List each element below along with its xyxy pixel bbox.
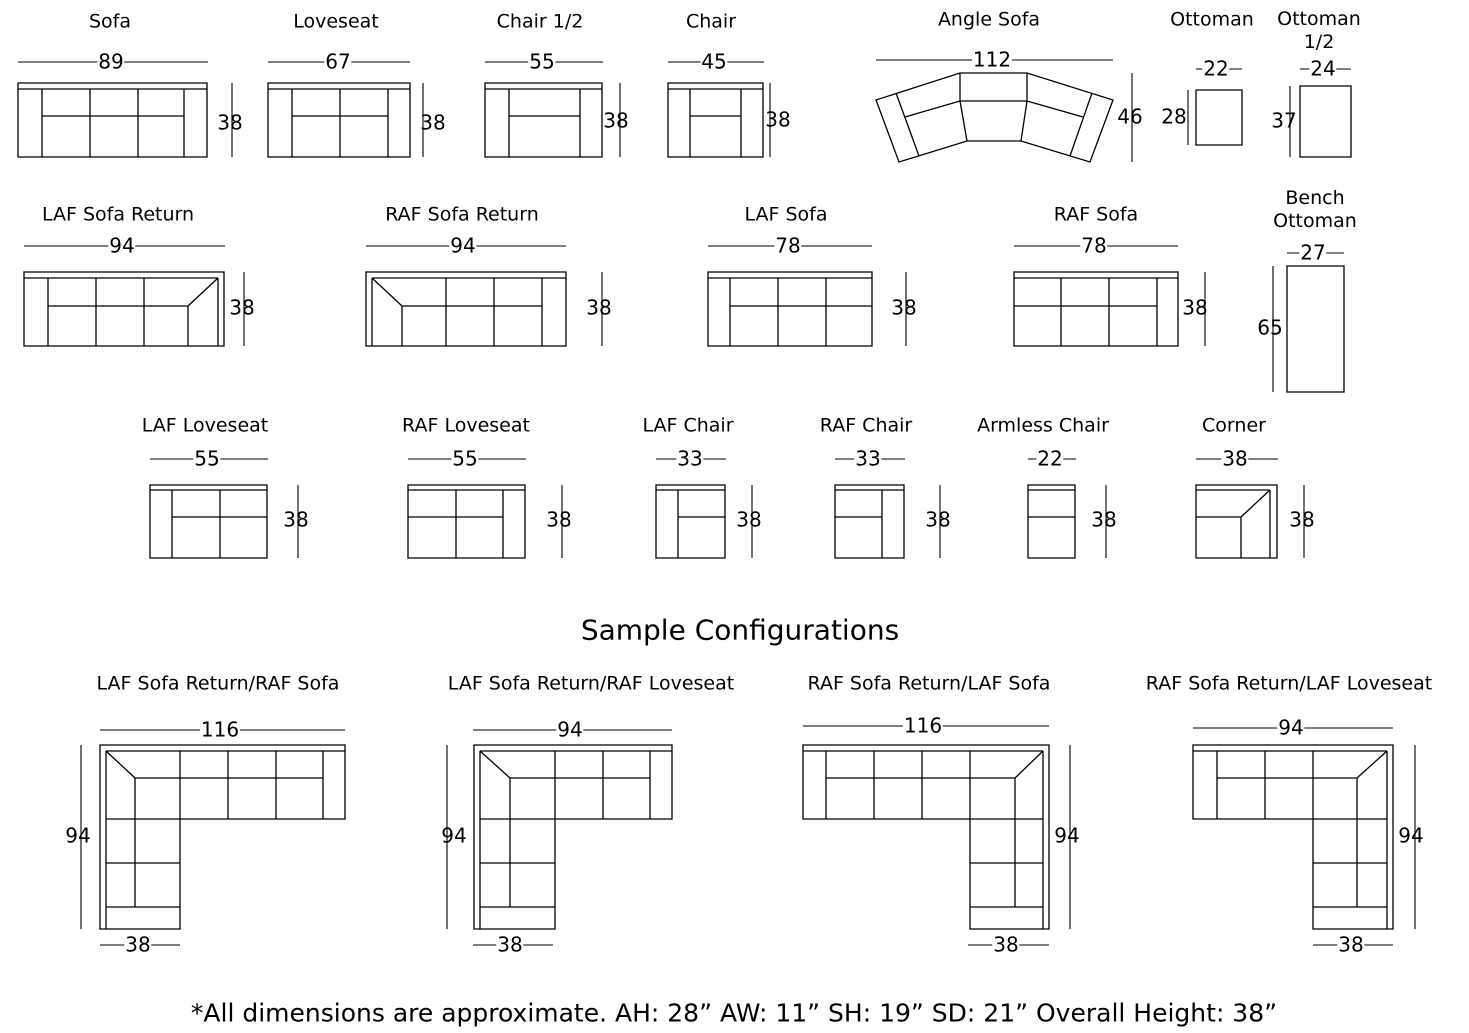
raf-return-laf-sofa-return-width-label: 38 bbox=[992, 932, 1020, 957]
ottoman-half-width-label: 24 bbox=[1309, 56, 1337, 81]
raf-loveseat-width-label: 55 bbox=[451, 446, 479, 471]
armless-chair-depth-label: 38 bbox=[1091, 507, 1117, 532]
raf-chair-depth-label: 38 bbox=[925, 507, 951, 532]
chair-drawing bbox=[667, 82, 764, 158]
raf-chair-width-label: 33 bbox=[854, 446, 882, 471]
laf-sofa-return-title: LAF Sofa Return bbox=[41, 203, 195, 226]
section-title: Sample Configurations bbox=[580, 613, 900, 647]
laf-loveseat-title: LAF Loveseat bbox=[141, 414, 269, 437]
loveseat-title: Loveseat bbox=[293, 10, 379, 33]
sofa-width-label: 89 bbox=[97, 49, 125, 74]
corner-title: Corner bbox=[1202, 414, 1266, 437]
armless-chair-title: Armless Chair bbox=[977, 414, 1109, 437]
angle-sofa-depth-label: 46 bbox=[1117, 104, 1143, 129]
laf-chair-depth-label: 38 bbox=[736, 507, 762, 532]
ottoman-half-depth-label: 37 bbox=[1271, 108, 1297, 133]
laf-return-raf-sofa-width-label: 116 bbox=[199, 717, 241, 742]
laf-loveseat-width-label: 55 bbox=[193, 446, 221, 471]
ottoman-width-label: 22 bbox=[1202, 56, 1230, 81]
angle-sofa-title: Angle Sofa bbox=[937, 8, 1041, 31]
laf-sofa-return-depth-label: 38 bbox=[229, 295, 255, 320]
raf-chair-drawing bbox=[834, 484, 905, 559]
ottoman-half-title: Ottoman 1/2 bbox=[1277, 8, 1361, 53]
bench-ottoman-drawing bbox=[1286, 265, 1345, 393]
chair-half-drawing bbox=[484, 82, 603, 158]
raf-sofa-return-depth-label: 38 bbox=[586, 295, 612, 320]
corner-drawing bbox=[1195, 484, 1278, 559]
armless-chair-drawing bbox=[1027, 484, 1076, 559]
laf-return-raf-loveseat-return-width-label: 38 bbox=[496, 932, 524, 957]
raf-return-laf-sofa-drawing bbox=[802, 744, 1050, 930]
laf-sofa-title: LAF Sofa bbox=[744, 203, 828, 226]
laf-loveseat-depth-label: 38 bbox=[283, 507, 309, 532]
angle-sofa-width-label: 112 bbox=[971, 47, 1013, 72]
raf-return-laf-sofa-title: RAF Sofa Return/LAF Sofa bbox=[807, 672, 1051, 695]
raf-sofa-depth-label: 38 bbox=[1182, 295, 1208, 320]
loveseat-width-label: 67 bbox=[324, 49, 352, 74]
corner-width-label: 38 bbox=[1221, 446, 1249, 471]
ottoman-drawing bbox=[1195, 89, 1243, 146]
angle-sofa-drawing bbox=[875, 72, 1114, 163]
laf-chair-width-label: 33 bbox=[676, 446, 704, 471]
ottoman-half-drawing bbox=[1299, 85, 1352, 158]
loveseat-depth-label: 38 bbox=[420, 110, 446, 135]
laf-sofa-drawing bbox=[707, 271, 873, 347]
raf-loveseat-title: RAF Loveseat bbox=[402, 414, 530, 437]
laf-return-raf-sofa-return-width-label: 38 bbox=[124, 932, 152, 957]
laf-return-raf-sofa-title: LAF Sofa Return/RAF Sofa bbox=[96, 672, 340, 695]
loveseat-drawing bbox=[267, 82, 411, 158]
laf-return-raf-loveseat-width-label: 94 bbox=[556, 717, 584, 742]
raf-loveseat-depth-label: 38 bbox=[546, 507, 572, 532]
raf-loveseat-drawing bbox=[407, 484, 526, 559]
laf-return-raf-sofa-drawing bbox=[99, 744, 346, 930]
laf-return-raf-sofa-depth-label: 94 bbox=[65, 823, 91, 848]
raf-return-laf-loveseat-return-width-label: 38 bbox=[1337, 932, 1365, 957]
raf-return-laf-loveseat-depth-label: 94 bbox=[1398, 823, 1424, 848]
ottoman-depth-label: 28 bbox=[1161, 104, 1187, 129]
raf-return-laf-loveseat-drawing bbox=[1192, 744, 1394, 930]
raf-sofa-return-drawing bbox=[365, 271, 567, 347]
laf-chair-drawing bbox=[655, 484, 726, 559]
chair-depth-label: 38 bbox=[765, 107, 791, 132]
laf-return-raf-loveseat-drawing bbox=[473, 744, 673, 930]
bench-ottoman-width-label: 27 bbox=[1299, 240, 1327, 265]
chair-half-depth-label: 38 bbox=[603, 108, 629, 133]
laf-sofa-depth-label: 38 bbox=[891, 295, 917, 320]
raf-return-laf-sofa-depth-label: 94 bbox=[1054, 823, 1080, 848]
raf-sofa-return-title: RAF Sofa Return bbox=[385, 203, 539, 226]
sofa-title: Sofa bbox=[88, 10, 132, 33]
raf-return-laf-sofa-width-label: 116 bbox=[902, 713, 944, 738]
bench-ottoman-depth-label: 65 bbox=[1257, 315, 1283, 340]
chair-half-width-label: 55 bbox=[528, 49, 556, 74]
raf-sofa-title: RAF Sofa bbox=[1053, 203, 1139, 226]
raf-sofa-width-label: 78 bbox=[1080, 233, 1108, 258]
armless-chair-width-label: 22 bbox=[1036, 446, 1064, 471]
raf-sofa-return-width-label: 94 bbox=[449, 233, 477, 258]
laf-loveseat-drawing bbox=[149, 484, 268, 559]
chair-half-title: Chair 1/2 bbox=[496, 10, 584, 33]
raf-sofa-drawing bbox=[1013, 271, 1179, 347]
laf-chair-title: LAF Chair bbox=[642, 414, 734, 437]
laf-sofa-width-label: 78 bbox=[774, 233, 802, 258]
laf-sofa-return-drawing bbox=[23, 271, 225, 347]
chair-title: Chair bbox=[685, 10, 737, 33]
sofa-drawing bbox=[17, 82, 208, 158]
laf-return-raf-loveseat-title: LAF Sofa Return/RAF Loveseat bbox=[447, 672, 735, 695]
ottoman-title: Ottoman bbox=[1170, 8, 1254, 31]
raf-chair-title: RAF Chair bbox=[819, 414, 913, 437]
bench-ottoman-title: Bench Ottoman bbox=[1273, 187, 1357, 232]
raf-return-laf-loveseat-title: RAF Sofa Return/LAF Loveseat bbox=[1145, 672, 1433, 695]
laf-sofa-return-width-label: 94 bbox=[108, 233, 136, 258]
corner-depth-label: 38 bbox=[1289, 507, 1315, 532]
footnote: *All dimensions are approximate. AH: 28”… bbox=[190, 998, 1278, 1028]
sofa-depth-label: 38 bbox=[217, 110, 243, 135]
laf-return-raf-loveseat-depth-label: 94 bbox=[441, 823, 467, 848]
chair-width-label: 45 bbox=[700, 49, 728, 74]
raf-return-laf-loveseat-width-label: 94 bbox=[1277, 715, 1305, 740]
